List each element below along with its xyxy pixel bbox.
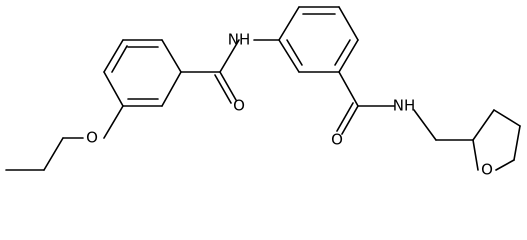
propoxy-chain (5, 105, 124, 171)
nh-label-left: NH (228, 31, 251, 49)
benzene-ring-left (103, 39, 182, 107)
o-label-ring: O (481, 161, 493, 179)
left-amide-group (180, 39, 280, 104)
molecule-structure: NH O O O NH O (5, 6, 521, 179)
o-label-carbonyl-right: O (331, 131, 343, 149)
benzene-ring-central (278, 6, 359, 73)
nh-label-right: NH (393, 97, 416, 115)
right-amide-group (336, 71, 474, 141)
o-label-ether: O (86, 129, 98, 147)
o-label-carbonyl-left: O (233, 97, 245, 115)
thf-ring (472, 109, 521, 171)
